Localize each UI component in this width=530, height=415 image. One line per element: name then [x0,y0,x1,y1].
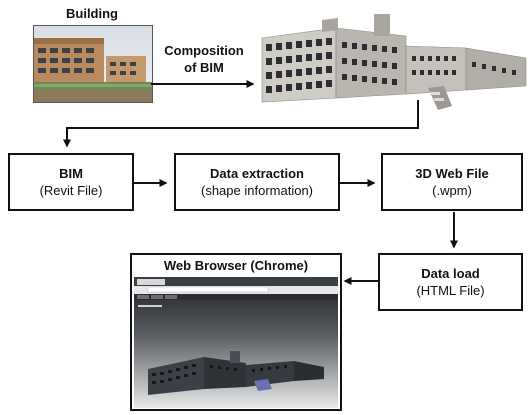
bim-box-title: BIM [59,166,83,181]
arrow-model-to-bim [63,100,419,148]
dataload-box-subtitle: (HTML File) [416,283,485,298]
bim-model-render [256,6,528,118]
web3d-box-title: 3D Web File [415,166,489,181]
composition-line-1: Composition [164,43,244,58]
dataload-box-title: Data load [421,266,480,281]
composition-line-2: of BIM [184,60,224,75]
browser-title: Web Browser (Chrome) [163,258,309,273]
bim-box: BIM (Revit File) [8,153,134,211]
extraction-box-title: Data extraction [210,166,304,181]
extraction-box-subtitle: (shape information) [201,183,313,198]
building-photo [33,25,153,103]
browser-frame: Web Browser (Chrome) [130,253,342,411]
web3d-box-subtitle: (.wpm) [432,183,472,198]
extraction-box: Data extraction (shape information) [174,153,340,211]
browser-screenshot [134,277,338,408]
bim-box-subtitle: (Revit File) [39,183,103,198]
composition-label: Composition of BIM [161,42,247,76]
dataload-box: Data load (HTML File) [378,253,523,311]
building-label: Building [66,6,118,21]
web3d-box: 3D Web File (.wpm) [381,153,523,211]
